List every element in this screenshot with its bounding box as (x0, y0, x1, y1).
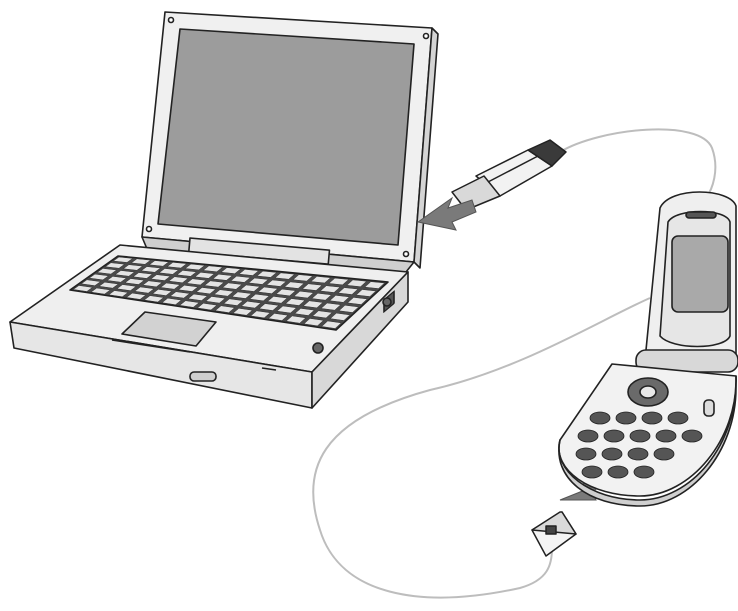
phone-plug-button (546, 526, 556, 534)
phone-key[interactable] (602, 448, 622, 460)
laptop-side-port (313, 343, 323, 353)
phone-key[interactable] (654, 448, 674, 460)
phone-nav-center[interactable] (640, 386, 656, 398)
phone-key[interactable] (608, 466, 628, 478)
phone-key[interactable] (590, 412, 610, 424)
phone-key[interactable] (642, 412, 662, 424)
usb-plug (452, 140, 566, 210)
phone-key[interactable] (628, 448, 648, 460)
phone-screen (672, 236, 728, 312)
laptop-screen (158, 29, 414, 245)
phone-key[interactable] (578, 430, 598, 442)
phone-plug (532, 512, 576, 556)
connect-arrow-laptop (418, 198, 476, 230)
phone-key[interactable] (634, 466, 654, 478)
lid-screw (147, 227, 152, 232)
phone-side-button[interactable] (704, 400, 714, 416)
phone-key[interactable] (630, 430, 650, 442)
lid-screw (424, 34, 429, 39)
lid-screw (404, 252, 409, 257)
cable-wire-upper (560, 129, 715, 198)
phone-key[interactable] (668, 412, 688, 424)
phone-key[interactable] (682, 430, 702, 442)
laptop (10, 12, 438, 408)
phone-key[interactable] (604, 430, 624, 442)
front-latch (190, 372, 216, 381)
phone-earpiece (686, 212, 716, 218)
laptop-side-port (383, 298, 391, 306)
phone-key[interactable] (656, 430, 676, 442)
phone-key[interactable] (582, 466, 602, 478)
lid-screw (169, 18, 174, 23)
phone-key[interactable] (576, 448, 596, 460)
phone-key[interactable] (616, 412, 636, 424)
